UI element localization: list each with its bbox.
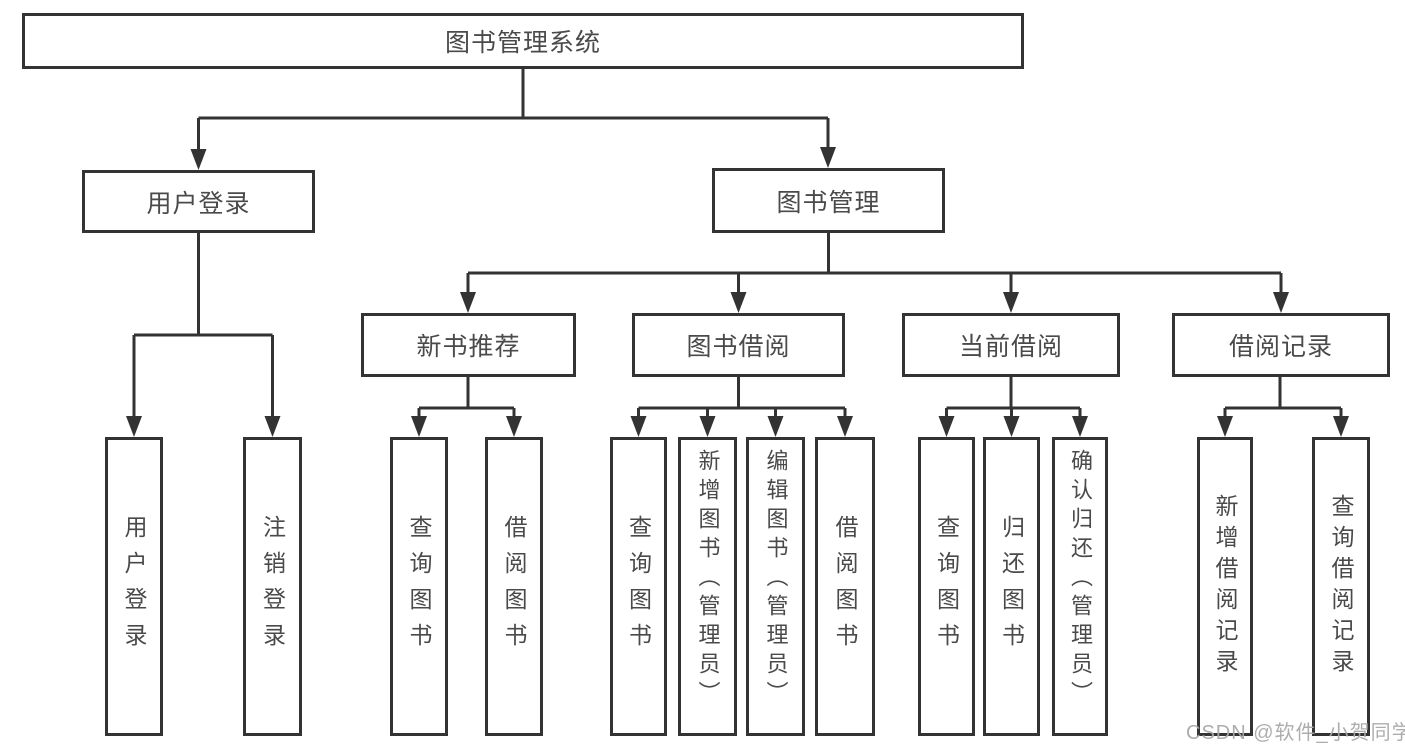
node-new-book-recommend: 新书推荐	[361, 313, 576, 377]
leaf-label: 借阅图书	[501, 514, 527, 659]
leaf-label: 确认归还（管理员）	[1068, 449, 1093, 710]
leaf-label: 用户登录	[121, 514, 147, 659]
node-borrow-records: 借阅记录	[1172, 313, 1390, 377]
leaf-logout: 注销登录	[243, 437, 302, 736]
arrowheads	[126, 147, 1349, 437]
node-label: 当前借阅	[958, 333, 1063, 361]
leaf-label: 查询图书	[406, 514, 432, 659]
leaf-label: 新增借阅记录	[1212, 493, 1238, 680]
leaf-edit-book-admin: 编辑图书（管理员）	[746, 437, 805, 736]
node-label: 图书管理系统	[444, 29, 601, 57]
node-current-borrow: 当前借阅	[902, 313, 1120, 377]
node-label: 借阅记录	[1228, 333, 1333, 361]
leaf-query-books-current: 查询图书	[918, 437, 975, 736]
leaf-query-books-borrow: 查询图书	[610, 437, 667, 736]
leaf-label: 借阅图书	[832, 514, 858, 659]
node-label: 图书借阅	[686, 333, 791, 361]
leaf-add-book-admin: 新增图书（管理员）	[678, 437, 737, 736]
node-label: 新书推荐	[416, 333, 521, 361]
node-book-borrow: 图书借阅	[632, 313, 845, 377]
leaf-confirm-return-admin: 确认归还（管理员）	[1052, 437, 1108, 736]
leaf-label: 注销登录	[259, 514, 286, 659]
node-user-login: 用户登录	[82, 170, 315, 233]
leaf-query-books-recommend: 查询图书	[390, 437, 448, 736]
leaf-label: 编辑图书（管理员）	[763, 449, 789, 710]
leaf-add-borrow-record: 新增借阅记录	[1197, 437, 1253, 736]
leaf-label: 查询图书	[933, 514, 960, 659]
leaf-label: 归还图书	[998, 514, 1025, 659]
leaf-label: 新增图书（管理员）	[695, 449, 721, 710]
leaf-return-book: 归还图书	[983, 437, 1040, 736]
leaf-label: 查询借阅记录	[1328, 493, 1354, 680]
node-book-management: 图书管理	[712, 168, 945, 233]
node-label: 用户登录	[146, 189, 251, 218]
watermark: CSDN @软件_小贺同学	[1186, 722, 1405, 744]
leaf-label: 查询图书	[625, 514, 652, 659]
node-label: 图书管理	[776, 188, 881, 217]
leaf-user-login: 用户登录	[105, 437, 163, 736]
node-system-root: 图书管理系统	[22, 13, 1024, 69]
leaf-borrow-books-borrow: 借阅图书	[815, 437, 875, 736]
leaf-borrow-books-recommend: 借阅图书	[485, 437, 543, 736]
leaf-query-borrow-record: 查询借阅记录	[1312, 437, 1370, 736]
